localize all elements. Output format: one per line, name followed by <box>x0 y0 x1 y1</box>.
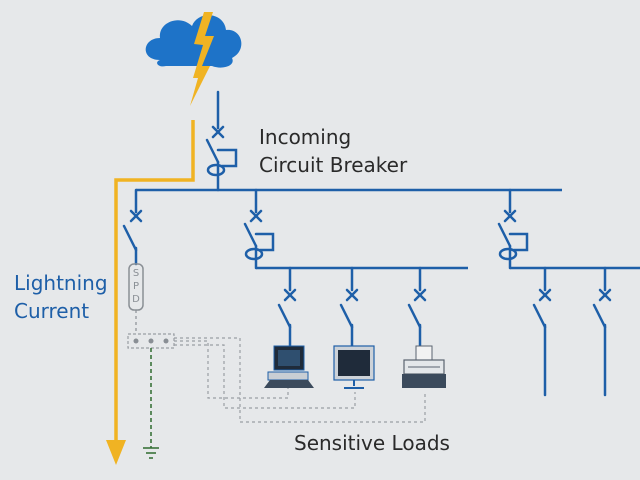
feeder-printer <box>407 266 427 348</box>
feeder-outgoing-1 <box>532 266 552 397</box>
earth-terminal <box>163 338 169 344</box>
sub-board-breaker-2 <box>497 188 529 270</box>
spd-letter-p: P <box>132 281 140 292</box>
sensitive-loads-label: Sensitive Loads <box>294 431 450 455</box>
lightning-bolt-icon <box>190 12 214 106</box>
spd-letter-s: S <box>132 268 140 279</box>
printer-icon <box>402 345 446 388</box>
incoming-circuit-breaker <box>205 90 238 192</box>
feeder-computer <box>277 266 297 348</box>
lightning-arrow-icon <box>106 440 126 465</box>
ground-icon <box>143 447 159 459</box>
lightning-current-label-line1: Lightning <box>14 271 108 295</box>
feeder-monitor <box>339 266 359 348</box>
spd-branch <box>122 188 143 266</box>
lightning-current-label-line2: Current <box>14 299 90 323</box>
incoming-breaker-label-line2: Circuit Breaker <box>259 153 408 177</box>
feeder-outgoing-2 <box>592 266 612 397</box>
earth-terminal <box>148 338 154 344</box>
earth-terminal <box>133 338 139 344</box>
monitor-icon <box>333 345 375 389</box>
lightning-current-path <box>114 120 195 448</box>
incoming-breaker-label-line1: Incoming <box>259 125 352 149</box>
sub-board-breaker-1 <box>243 188 275 270</box>
storm-cloud-icon <box>145 15 242 68</box>
computer-icon <box>264 345 314 388</box>
protective-earth-wiring <box>174 337 426 423</box>
spd-letter-d: D <box>132 294 140 305</box>
